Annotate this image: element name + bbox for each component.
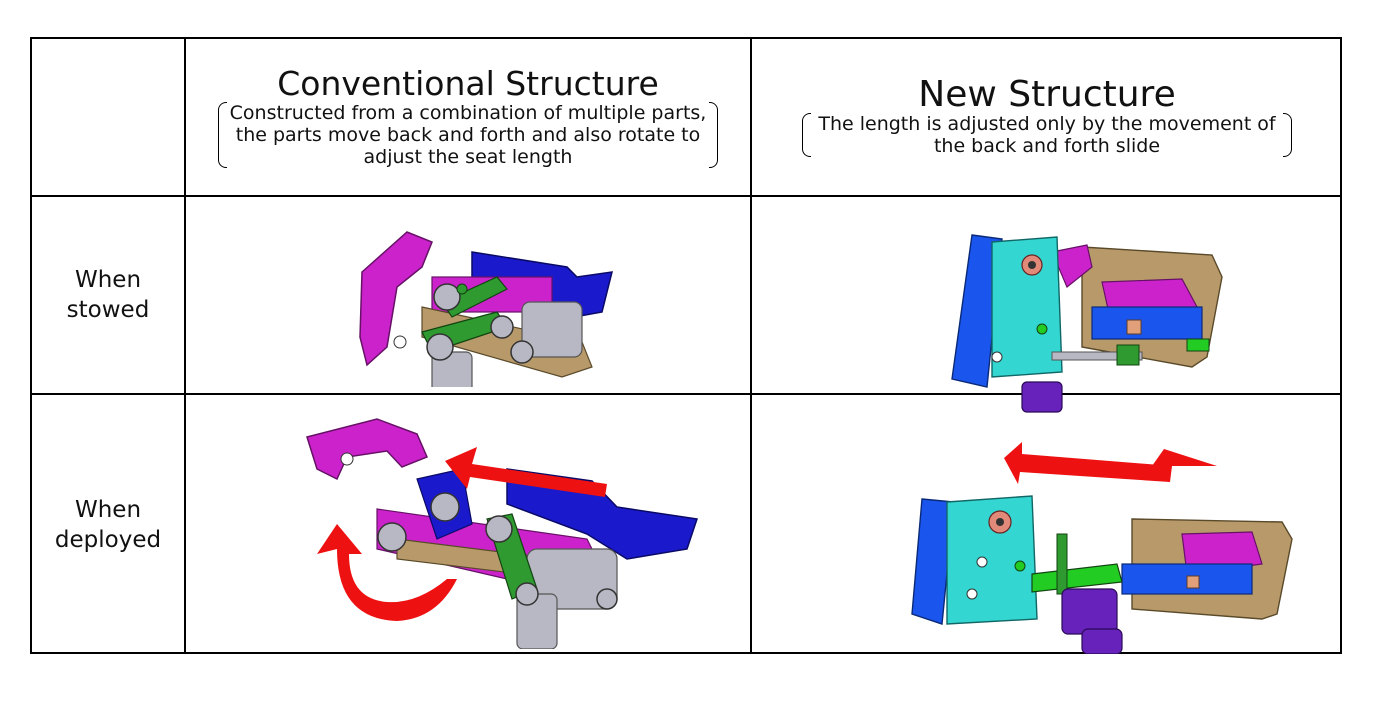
description-line: Constructed from a combination of multip… <box>229 102 707 124</box>
conventional-description: Constructed from a combination of multip… <box>217 102 719 168</box>
new-stowed-illustration <box>951 234 1223 413</box>
conventional-title: Conventional Structure <box>277 64 659 103</box>
left-bracket <box>802 113 812 157</box>
row-label-line: stowed <box>66 297 150 323</box>
divider <box>184 39 186 652</box>
description-line: the back and forth slide <box>933 135 1161 157</box>
description-line: the parts move back and forth and also r… <box>235 124 701 146</box>
slide-arrow-icon <box>1152 449 1217 466</box>
row-label-stowed: When stowed <box>32 197 184 393</box>
left-bracket <box>217 102 227 168</box>
new-title: New Structure <box>918 74 1176 115</box>
right-bracket <box>1282 113 1292 157</box>
divider <box>32 393 1340 395</box>
row-label-line: When <box>74 496 142 523</box>
divider <box>750 39 752 652</box>
row-label-deployed: When deployed <box>32 395 184 654</box>
new-description: The length is adjusted only by the movem… <box>802 113 1292 157</box>
header-conventional: Conventional Structure Constructed from … <box>186 39 750 195</box>
row-label-line: deployed <box>54 526 162 553</box>
rotation-arrow-icon <box>317 524 457 621</box>
right-bracket <box>709 102 719 168</box>
row-label-line: When <box>74 267 142 293</box>
description-line: adjust the seat length <box>363 146 573 168</box>
conventional-stowed-illustration <box>359 231 613 387</box>
header-new: New Structure The length is adjusted onl… <box>752 39 1342 195</box>
description-line: The length is adjusted only by the movem… <box>818 113 1276 135</box>
new-deployed-illustration <box>911 442 1293 654</box>
conventional-deployed-illustration <box>306 418 698 649</box>
divider <box>32 195 1340 197</box>
slide-arrow-icon <box>445 447 607 497</box>
comparison-table: Conventional Structure Constructed from … <box>30 37 1342 654</box>
